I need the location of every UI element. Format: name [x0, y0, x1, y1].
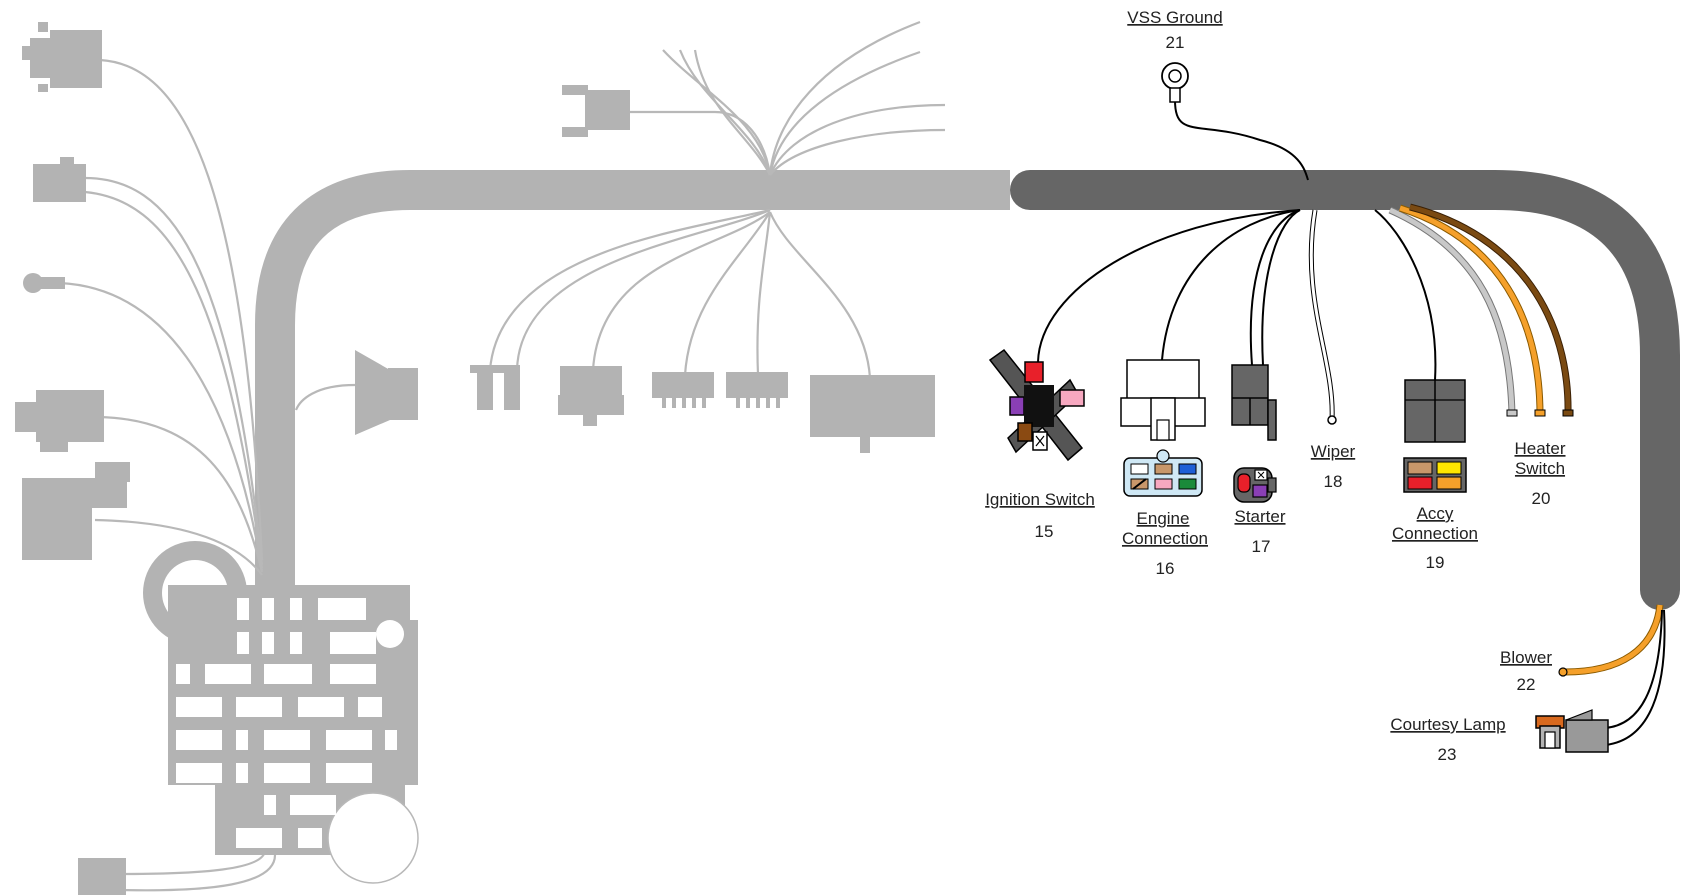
vss-ground-label: VSS Ground [1127, 8, 1222, 27]
connector-top-middle [562, 85, 630, 137]
inactive-harness [255, 170, 1010, 590]
courtesy-lamp-label: Courtesy Lamp [1390, 715, 1505, 734]
wiper-number: 18 [1324, 472, 1343, 491]
wiper-connector[interactable] [1327, 415, 1337, 425]
connector-mid-4 [810, 375, 935, 453]
blower-terminal[interactable] [1558, 667, 1568, 677]
inactive-middle-connectors [355, 85, 935, 453]
courtesy-lamp-connector[interactable] [1535, 709, 1609, 753]
inactive-branch-wires [59, 20, 946, 892]
accy-connection-number: 19 [1426, 553, 1445, 572]
accy-connection-connector[interactable] [1403, 379, 1467, 493]
starter-label: Starter [1234, 507, 1285, 526]
accy-connection-label-2: Connection [1392, 524, 1478, 543]
labels: VSS Ground 21 Ignition Switch 15 Engine … [985, 8, 1566, 764]
courtesy-lamp-number: 23 [1438, 745, 1457, 764]
vss-ground-number: 21 [1166, 33, 1185, 52]
connector-left-3 [23, 273, 65, 293]
accy-connection-label-1: Accy [1417, 504, 1454, 523]
heater-switch-number: 20 [1532, 489, 1551, 508]
active-harness [1010, 170, 1680, 610]
ignition-switch-number: 15 [1035, 522, 1054, 541]
starter-connector[interactable] [1231, 364, 1277, 503]
connector-mid-2 [652, 372, 714, 408]
connector-mid-3 [726, 372, 788, 408]
heater-switch-label-2: Switch [1515, 459, 1565, 478]
wiper-label: Wiper [1311, 442, 1356, 461]
ignition-switch-label: Ignition Switch [985, 490, 1095, 509]
vss-ground-terminal[interactable] [1161, 62, 1189, 103]
connector-top-left [22, 22, 102, 92]
blower-label: Blower [1500, 648, 1552, 667]
connector-left-2 [33, 157, 86, 202]
engine-connection-number: 16 [1156, 559, 1175, 578]
fuse-block [143, 541, 419, 884]
connector-bottom-left [78, 858, 126, 895]
connector-left-4 [15, 390, 104, 452]
heater-switch-label-1: Heater [1514, 439, 1565, 458]
inactive-connectors [15, 22, 130, 895]
connector-mid-1 [558, 366, 624, 426]
fuse-slots [176, 598, 397, 848]
active-wires [1037, 99, 1666, 746]
horn-connector [355, 350, 418, 435]
engine-connection-label-1: Engine [1137, 509, 1190, 528]
engine-connection-connector[interactable] [1120, 359, 1206, 497]
ignition-switch-connector[interactable] [988, 348, 1085, 462]
blower-number: 22 [1517, 675, 1536, 694]
starter-number: 17 [1252, 537, 1271, 556]
engine-connection-label-2: Connection [1122, 529, 1208, 548]
heater-switch-terminals[interactable] [1506, 409, 1574, 417]
twin-plug-connector [470, 365, 520, 410]
connector-left-5 [22, 462, 130, 560]
